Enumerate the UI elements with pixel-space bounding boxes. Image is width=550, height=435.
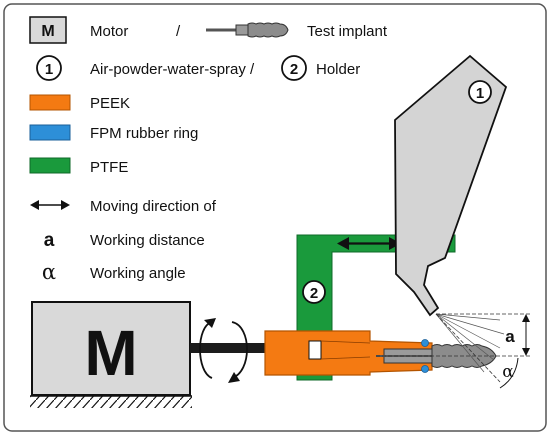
motor-block <box>31 301 191 396</box>
legend-holder-label: Holder <box>316 61 360 78</box>
nozzle-num-circle <box>468 80 492 104</box>
legend-moving-label: Moving direction of <box>90 198 217 215</box>
legend-ptfe-label: PTFE <box>90 159 128 176</box>
legend-double-arrow-icon <box>30 200 70 210</box>
legend-holder-circle <box>281 55 307 81</box>
holder-num-circle <box>302 280 326 304</box>
legend-distance-symbol: a <box>44 230 55 251</box>
legend-angle-label: Working angle <box>90 265 186 282</box>
peek-slot <box>308 340 322 360</box>
peek-adapter <box>264 330 433 376</box>
legend-implant-icon <box>206 22 289 38</box>
legend-peek-swatch <box>29 94 71 111</box>
distance-mark: a <box>505 327 515 346</box>
spray-nozzle <box>394 54 508 317</box>
legend-motor-symbol: M <box>41 23 54 40</box>
motor-shaft <box>190 343 265 353</box>
legend-peek-label: PEEK <box>90 95 130 112</box>
legend-fpm-label: FPM rubber ring <box>90 125 198 142</box>
legend-spray-label: Air-powder-water-spray / <box>90 61 255 78</box>
nozzle-num: 1 <box>476 85 484 102</box>
legend-separator: / <box>176 23 181 40</box>
legend-angle-symbol: α <box>42 260 56 284</box>
motor-label: M <box>84 317 137 389</box>
legend-distance-label: Working distance <box>90 232 205 249</box>
motor-base-hatch <box>30 395 192 408</box>
legend-spray-num: 1 <box>45 61 53 78</box>
legend-fpm-swatch <box>29 124 71 141</box>
angle-mark: α <box>502 362 514 382</box>
spray-jet <box>435 313 505 373</box>
legend-holder-num: 2 <box>290 61 298 78</box>
legend-motor-label: Motor <box>90 23 128 40</box>
legend: M Motor / Test implant 1 Air-powder-wate… <box>29 16 388 284</box>
fpm-ring-top <box>421 339 429 347</box>
working-angle-arc <box>435 313 519 389</box>
legend-ptfe-swatch <box>29 157 71 174</box>
working-distance-dimension <box>376 313 530 357</box>
rotation-arrow-icon <box>199 318 248 383</box>
holder-num: 2 <box>310 285 318 302</box>
legend-spray-circle <box>36 55 62 81</box>
legend-implant-label: Test implant <box>307 23 388 40</box>
legend-motor-box <box>29 16 67 44</box>
fpm-ring-bottom <box>421 365 429 373</box>
